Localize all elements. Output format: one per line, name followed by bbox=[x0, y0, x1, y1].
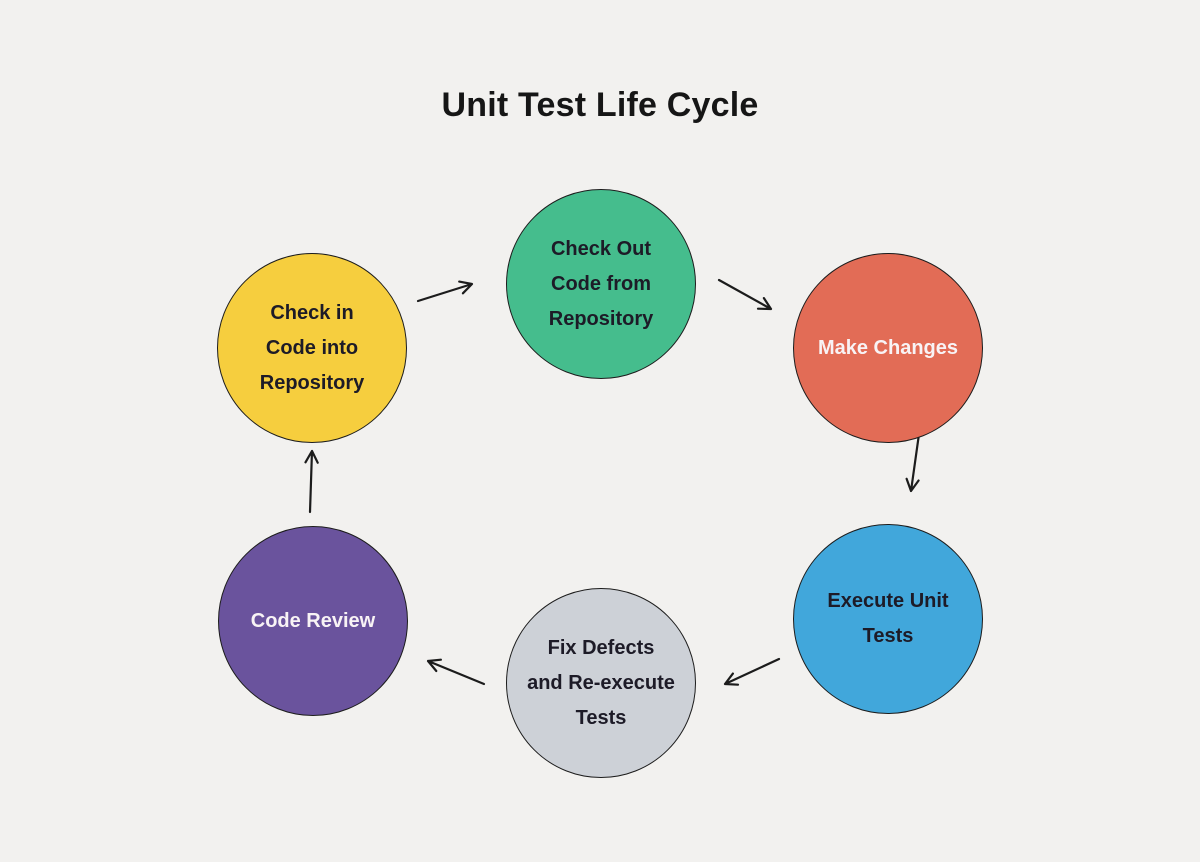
arrow-execute-tests-to-fix-defects bbox=[723, 657, 781, 686]
arrow-check-in-to-check-out bbox=[416, 280, 474, 303]
arrow-fix-defects-to-code-review bbox=[426, 658, 486, 686]
node-label-line: Check Out bbox=[550, 237, 652, 260]
node-label-line: Make Changes bbox=[817, 336, 959, 359]
arrow-check-out-to-make-changes bbox=[717, 278, 773, 311]
node-label-line: Code into bbox=[265, 336, 359, 359]
diagram-title: Unit Test Life Cycle bbox=[441, 86, 759, 124]
node-label-line: Tests bbox=[862, 625, 914, 647]
node-label-line: Repository bbox=[548, 307, 654, 330]
node-label-line: Code Review bbox=[250, 609, 376, 632]
node-label-line: Repository bbox=[259, 371, 365, 394]
node-label-line: Check in bbox=[270, 301, 354, 324]
node-execute-unit-tests: Execute Unit Tests bbox=[793, 524, 983, 714]
node-label-line: Fix Defects bbox=[547, 636, 655, 659]
node-label-line: Tests bbox=[575, 706, 627, 729]
node-label-line: Execute Unit bbox=[827, 590, 949, 612]
node-make-changes: Make Changes bbox=[793, 253, 983, 443]
node-label-line: Code from bbox=[551, 272, 651, 295]
node-fix-defects: Fix Defects and Re-execute Tests bbox=[506, 588, 696, 778]
arrow-code-review-to-check-in bbox=[304, 449, 319, 514]
node-check-out-code: Check Out Code from Repository bbox=[506, 189, 696, 379]
node-check-in-code: Check in Code into Repository bbox=[217, 253, 407, 443]
node-code-review: Code Review bbox=[218, 526, 408, 716]
arrow-make-changes-to-execute-tests bbox=[905, 432, 921, 493]
node-label-line: and Re-execute bbox=[527, 671, 675, 694]
